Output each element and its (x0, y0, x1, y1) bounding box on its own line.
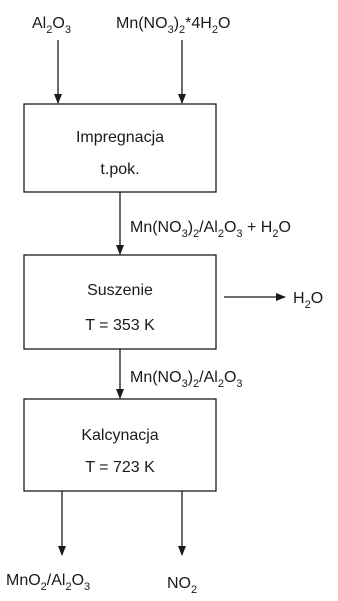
formula-text: O (52, 15, 64, 32)
formula-subscript: 2 (193, 378, 199, 390)
formula-subscript: 2 (212, 24, 218, 36)
formula-text: O (224, 219, 236, 236)
formula-subscript: 2 (218, 228, 224, 240)
formula-text: /Al (199, 369, 218, 386)
formula-text: Mn(NO (130, 369, 182, 386)
formula-text: Al (32, 15, 46, 32)
formula-text: O (224, 369, 236, 386)
formula-subscript: 2 (41, 581, 47, 593)
formula-subscript: 2 (193, 228, 199, 240)
gas-label: NO2 (167, 575, 197, 596)
formula-text: O (218, 15, 230, 32)
formula-text: ) (188, 219, 193, 236)
drying-condition: T = 353 K (85, 317, 155, 334)
formula-subscript: 2 (191, 584, 197, 596)
formula-subscript: 3 (182, 378, 188, 390)
formula-subscript: 2 (218, 378, 224, 390)
formula-subscript: 2 (46, 24, 52, 36)
impregnation-box (23, 103, 217, 193)
formula-text: H (293, 290, 305, 307)
impregnation-output-label: Mn(NO3)2/Al2O3 + H2O (130, 219, 291, 240)
calcination-box (23, 398, 217, 492)
formula-subscript: 2 (305, 299, 311, 311)
formula-subscript: 2 (179, 24, 185, 36)
product-label: MnO2/Al2O3 (6, 572, 90, 593)
formula-subscript: 2 (272, 228, 278, 240)
formula-subscript: 3 (182, 228, 188, 240)
formula-subscript: 2 (65, 581, 71, 593)
formula-text: Mn(NO (130, 219, 182, 236)
formula-text: O (278, 219, 290, 236)
calcination-condition: T = 723 K (85, 459, 155, 476)
formula-subscript: 3 (236, 378, 242, 390)
formula-text: O (72, 572, 84, 589)
impregnation-label: Impregnacja (76, 129, 164, 146)
formula-subscript: 3 (84, 581, 90, 593)
input-manganese-nitrate-label: Mn(NO3)2*4H2O (116, 15, 230, 36)
formula-text: ) (188, 369, 193, 386)
formula-text: ) (174, 15, 179, 32)
drying-vapor-label: H2O (293, 290, 323, 311)
drying-output-label: Mn(NO3)2/Al2O3 (130, 369, 243, 390)
formula-text: /Al (47, 572, 66, 589)
formula-text: + H (243, 219, 273, 236)
impregnation-condition: t.pok. (100, 161, 139, 178)
input-alumina-label: Al2O3 (32, 15, 71, 36)
formula-text: MnO (6, 572, 41, 589)
formula-subscript: 3 (168, 24, 174, 36)
formula-subscript: 3 (236, 228, 242, 240)
formula-text: *4H (185, 15, 212, 32)
formula-subscript: 3 (65, 24, 71, 36)
formula-text: O (311, 290, 323, 307)
drying-label: Suszenie (87, 282, 153, 299)
drying-box (23, 254, 217, 350)
formula-text: /Al (199, 219, 218, 236)
formula-text: Mn(NO (116, 15, 168, 32)
calcination-label: Kalcynacja (81, 427, 158, 444)
formula-text: NO (167, 575, 191, 592)
